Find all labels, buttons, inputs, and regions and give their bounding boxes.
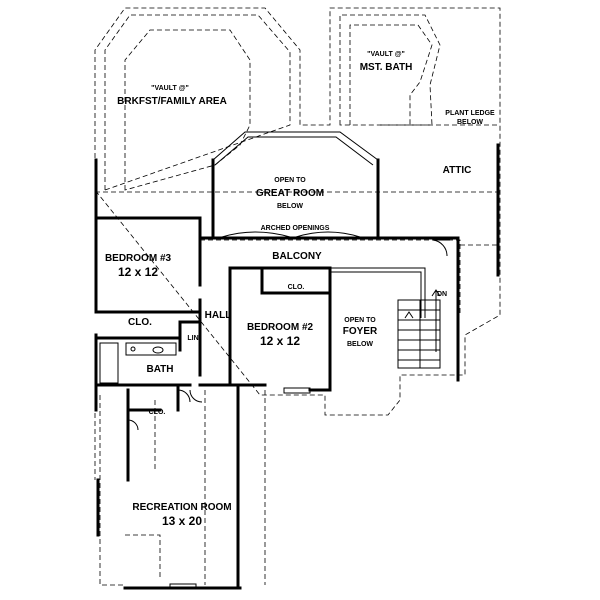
vault-label-brkfst: "VAULT @": [151, 85, 189, 92]
windows: [169, 387, 311, 590]
room-labels: "VAULT @" BRKFST/FAMILY AREA "VAULT @" M…: [105, 51, 495, 528]
great-room-below-label: BELOW: [277, 203, 303, 210]
bath-fixtures: [99, 342, 177, 384]
great-room-label: GREAT ROOM: [256, 188, 324, 199]
arched-openings: [221, 231, 361, 238]
hall-label: HALL: [205, 310, 232, 321]
attic-label: ATTIC: [443, 165, 472, 176]
door-swings: [127, 389, 203, 431]
open-to-great-room-label: OPEN TO: [274, 177, 306, 184]
closet-label-bedroom2: CLO.: [288, 284, 305, 291]
plant-ledge-label: PLANT LEDGE: [445, 110, 495, 117]
plant-ledge-below-label: BELOW: [457, 119, 483, 126]
stair-down-label: DN: [437, 291, 447, 298]
bath-label: BATH: [146, 364, 173, 375]
closet-label-bedroom3: CLO.: [128, 317, 152, 328]
mst-bath-label: MST. BATH: [360, 62, 413, 73]
arched-openings-label: ARCHED OPENINGS: [261, 225, 330, 232]
foyer-label: FOYER: [343, 326, 378, 337]
closet-label-rec: CLO.: [149, 409, 166, 416]
balcony-rail: [330, 239, 450, 318]
bedroom3-size: 12 x 12: [118, 265, 158, 279]
bedroom2-label: BEDROOM #2: [247, 322, 314, 333]
vault-label-mst-bath: "VAULT @": [367, 51, 405, 58]
linen-label: LIN.: [187, 335, 200, 342]
brkfst-family-area-label: BRKFST/FAMILY AREA: [117, 96, 227, 107]
foyer-below-label: BELOW: [347, 341, 373, 348]
walls: [94, 143, 500, 590]
recreation-room-size: 13 x 20: [162, 514, 202, 528]
great-room-bay: [212, 131, 379, 166]
bedroom2-size: 12 x 12: [260, 334, 300, 348]
recreation-room-label: RECREATION ROOM: [132, 502, 231, 513]
stairs: [397, 289, 441, 369]
bedroom3-label: BEDROOM #3: [105, 253, 172, 264]
open-to-foyer-label: OPEN TO: [344, 317, 376, 324]
balcony-label: BALCONY: [272, 251, 322, 262]
